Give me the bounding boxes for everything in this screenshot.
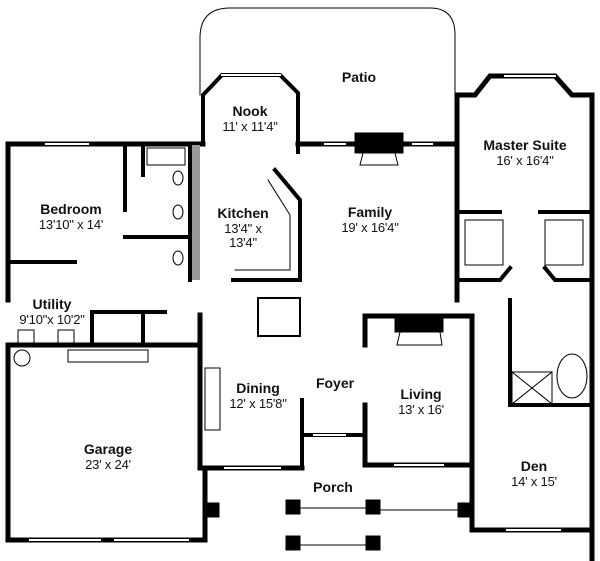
room-kitchen: Kitchen 13'4" x 13'4": [217, 205, 269, 251]
room-dims: 9'10"x 10'2": [19, 311, 85, 327]
room-name: Family: [347, 204, 393, 220]
room-garage: Garage 23' x 24': [83, 441, 133, 472]
room-porch: Porch: [313, 479, 353, 496]
room-dims: 13'10" x 14': [38, 216, 104, 232]
room-dims: 13'4" x: [224, 220, 262, 236]
fireplace-living: [394, 317, 444, 333]
room-dining: Dining 12' x 15'8": [229, 380, 287, 411]
patio-outline: [199, 7, 456, 96]
room-family: Family 19' x 16'4": [341, 204, 399, 235]
room-nook: Nook 11' x 11'4": [222, 103, 278, 134]
room-master-suite: Master Suite 16' x 16'4": [483, 137, 567, 168]
room-utility: Utility 9'10"x 10'2": [19, 296, 85, 327]
room-name: Bedroom: [40, 201, 102, 217]
room-name: Den: [520, 458, 548, 474]
room-name: Porch: [313, 479, 353, 495]
room-dims-line2: 13'4": [229, 235, 257, 251]
porch-column: [285, 499, 301, 515]
room-name: Garage: [83, 441, 133, 457]
room-den: Den 14' x 15': [511, 458, 557, 489]
master-tub: [556, 353, 588, 399]
room-name: Dining: [236, 380, 280, 396]
room-dims: 12' x 15'8": [229, 395, 287, 411]
fireplace-family: [354, 132, 404, 154]
kitchen-counter: [231, 167, 302, 282]
room-name: Living: [400, 386, 442, 402]
room-name: Patio: [341, 69, 377, 85]
room-dims: 23' x 24': [85, 456, 131, 472]
room-name: Master Suite: [483, 137, 567, 153]
porch-column: [365, 535, 381, 551]
living-walls: [362, 313, 475, 468]
room-dims: 16' x 16'4": [496, 152, 554, 168]
room-dims: 11' x 11'4": [222, 118, 278, 134]
room-name: Kitchen: [217, 205, 269, 221]
room-name: Nook: [232, 103, 268, 119]
room-patio: Patio: [341, 69, 377, 86]
room-living: Living 13' x 16': [398, 386, 444, 417]
room-bedroom: Bedroom 13'10" x 14': [38, 201, 104, 232]
room-foyer: Foyer: [315, 375, 355, 392]
porch-column: [457, 502, 473, 518]
porch-column: [285, 535, 301, 551]
room-name: Foyer: [315, 375, 355, 391]
room-dims: 19' x 16'4": [341, 219, 399, 235]
master-shower: [511, 371, 553, 405]
porch-column: [204, 502, 220, 518]
room-dims: 14' x 15': [511, 473, 557, 489]
room-name: Utility: [32, 296, 72, 312]
room-dims: 13' x 16': [398, 401, 444, 417]
porch-column: [365, 499, 381, 515]
tub-bedroom-bath: [146, 147, 186, 166]
